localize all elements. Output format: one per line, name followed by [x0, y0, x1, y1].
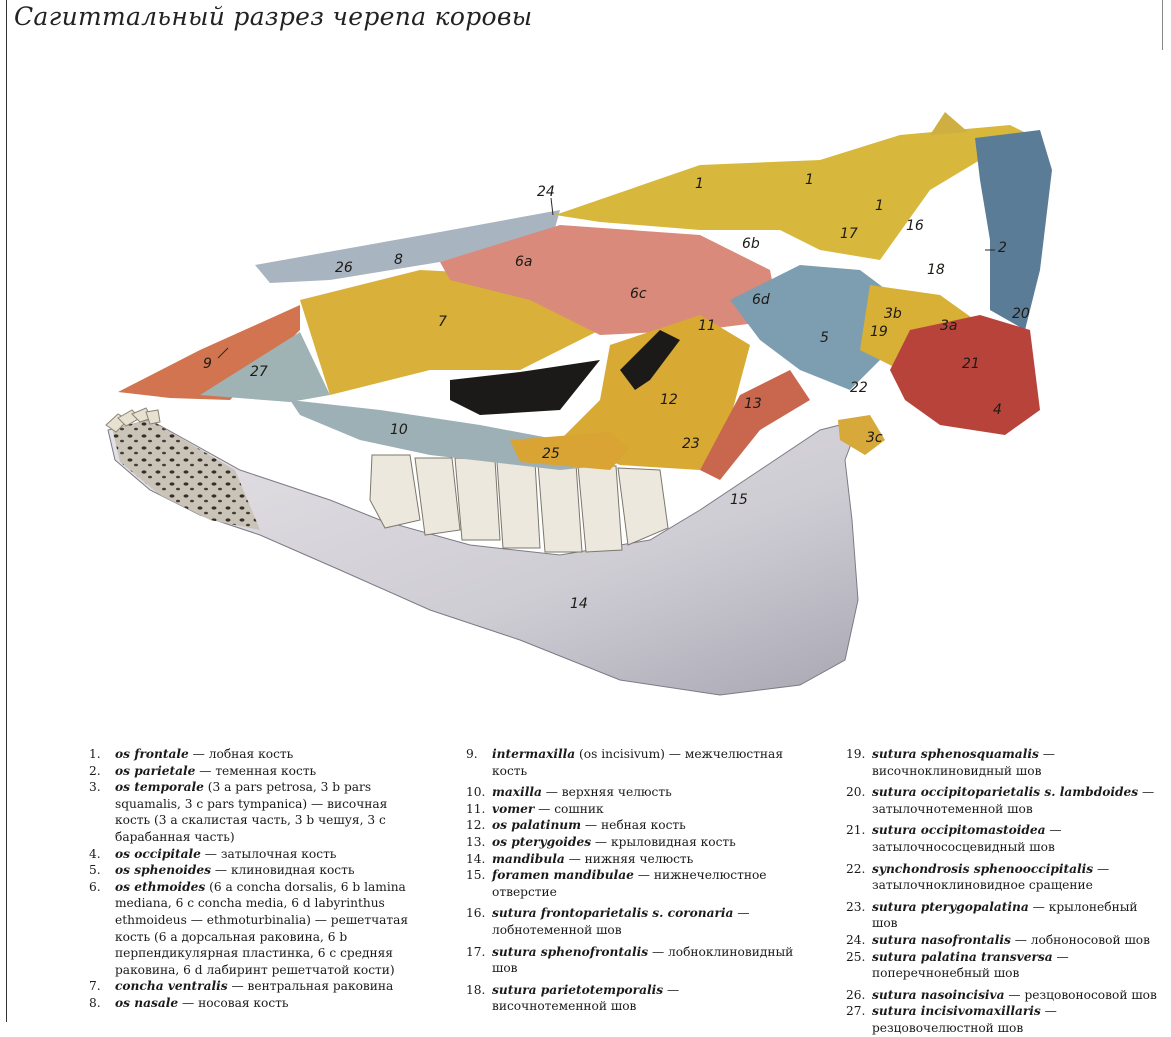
label-21: 21 [962, 356, 980, 372]
region-palatine-suture [510, 432, 630, 470]
label-3c: 3c [866, 430, 883, 446]
region-sphenoides [730, 265, 900, 390]
label-3b: 3b [884, 306, 902, 322]
legend-item: 8.os nasale — носовая кость [89, 995, 289, 1010]
label-9: 9 [203, 356, 212, 372]
legend-column-1: 1.os frontale — лобная кость 2.os pariet… [89, 746, 409, 1012]
label-14: 14 [570, 596, 588, 612]
label-26: 26 [335, 260, 353, 276]
region-maxilla-front [200, 332, 330, 402]
label-13: 13 [744, 396, 762, 412]
region-mandibula [107, 419, 861, 696]
legend-item: 20.sutura occipitoparietalis s. lambdoid… [846, 785, 1155, 816]
legend-item: 25.sutura palatina transversa — поперечн… [846, 949, 1069, 981]
frame-left-border [6, 0, 7, 1022]
label-6a: 6a [515, 254, 533, 270]
label-1a: 1 [695, 176, 704, 192]
frame-right-border [1162, 0, 1163, 50]
label-11: 11 [698, 318, 716, 334]
region-tympanica [838, 415, 885, 455]
region-occipitale [890, 315, 1040, 435]
label-5: 5 [820, 330, 829, 346]
legend-item: 6.os ethmoides (6 a concha dorsalis, 6 b… [89, 879, 409, 977]
label-20: 20 [1012, 306, 1030, 322]
label-22: 22 [850, 380, 868, 396]
label-7: 7 [438, 314, 447, 330]
legend-item: 1.os frontale — лобная кость [89, 747, 294, 761]
legend-item: 19.sutura sphenosquamalis — височноклино… [846, 747, 1055, 778]
label-6c: 6c [630, 286, 647, 302]
legend-item: 23.sutura pterygopalatina — крылонебный … [846, 899, 1138, 931]
legend-item: 22.synchondrosis sphenooccipitalis — зат… [846, 861, 1110, 893]
region-concha-ventralis [300, 270, 600, 395]
legend-item: 14.mandibula — нижняя челюсть [466, 851, 694, 866]
legend-item: 17.sutura sphenofrontalis — лобноклинови… [466, 944, 794, 976]
label-2: 2 [998, 240, 1007, 256]
legend-column-3: 19.sutura sphenosquamalis — височноклино… [846, 746, 1166, 1037]
region-nasale [255, 210, 560, 283]
legend-item: 4.os occipitale — затылочная кость [89, 846, 337, 861]
region-palatinum [560, 315, 750, 470]
legend-item: 7.concha ventralis — вентральная раковин… [89, 979, 394, 994]
horn-process [930, 112, 968, 135]
mandible-symphysis [112, 420, 260, 530]
nasal-cavity-dark [450, 360, 600, 415]
legend-item: 12.os palatinum — небная кость [466, 818, 686, 833]
legend-item: 16.sutura frontoparietalis s. coronaria … [466, 906, 750, 937]
region-intermaxilla [118, 305, 300, 400]
region-ethmoides-conchae [440, 225, 780, 335]
legend-item: 5.os sphenoides — клиновидная кость [89, 863, 355, 878]
legend-item: 27.sutura incisivomaxillaris — резцовоче… [846, 1004, 1057, 1035]
legend-item: 26.sutura nasoincisiva — резцовоносовой … [846, 987, 1157, 1002]
legend-item: 2.os parietale — теменная кость [89, 763, 317, 778]
region-parietale [975, 130, 1052, 330]
label-3a: 3a [940, 318, 958, 334]
label-19: 19 [870, 324, 888, 340]
legend-item: 10.maxilla — верхняя челюсть [466, 785, 672, 800]
incisor-teeth [105, 407, 161, 433]
leader-lines [217, 197, 995, 359]
legend-item: 11.vomer — сошник [466, 801, 604, 816]
label-8: 8 [394, 252, 403, 268]
label-6b: 6b [742, 236, 760, 252]
label-10: 10 [390, 422, 408, 438]
label-16: 16 [906, 218, 924, 234]
page-title: Сагиттальный разрез черепа коровы [14, 2, 533, 31]
legend-column-2: 9.intermaxilla (os incisivum) — межчелюс… [466, 746, 796, 1015]
label-18: 18 [927, 262, 945, 278]
diagram-label-group: 1 1 1 2 3b 3a 3c 4 5 6a 6b 6c 6d 7 8 9 1… [203, 172, 1030, 612]
legend-item: 9.intermaxilla (os incisivum) — межчелюс… [466, 747, 784, 778]
legend-item: 18.sutura parietotemporalis — височнотем… [466, 982, 680, 1014]
skull-illustration: 1 1 1 2 3b 3a 3c 4 5 6a 6b 6c 6d 7 8 9 1… [105, 112, 1052, 696]
label-6d: 6d [752, 292, 770, 308]
label-12: 12 [660, 392, 678, 408]
label-25: 25 [542, 446, 560, 462]
label-27: 27 [250, 364, 268, 380]
label-4: 4 [993, 402, 1002, 418]
label-23: 23 [682, 436, 700, 452]
legend-item: 3.os temporale (3 a pars petrosa, 3 b pa… [89, 780, 388, 844]
legend-item: 24.sutura nasofrontalis — лобноносовой ш… [846, 932, 1150, 947]
choanae-dark [620, 330, 680, 390]
legend-item: 13.os pterygoides — крыловидная кость [466, 834, 736, 849]
legend-item: 21.sutura occipitomastoidea — затылочнос… [846, 823, 1062, 854]
label-1b: 1 [805, 172, 814, 188]
region-pterygoides [700, 370, 810, 480]
label-17: 17 [840, 226, 858, 242]
label-24: 24 [537, 184, 555, 200]
legend-item: 15.foramen mandibulae — нижнечелюстное о… [466, 868, 767, 899]
label-15: 15 [730, 492, 748, 508]
label-1c: 1 [875, 198, 884, 214]
region-frontale [555, 125, 1040, 260]
